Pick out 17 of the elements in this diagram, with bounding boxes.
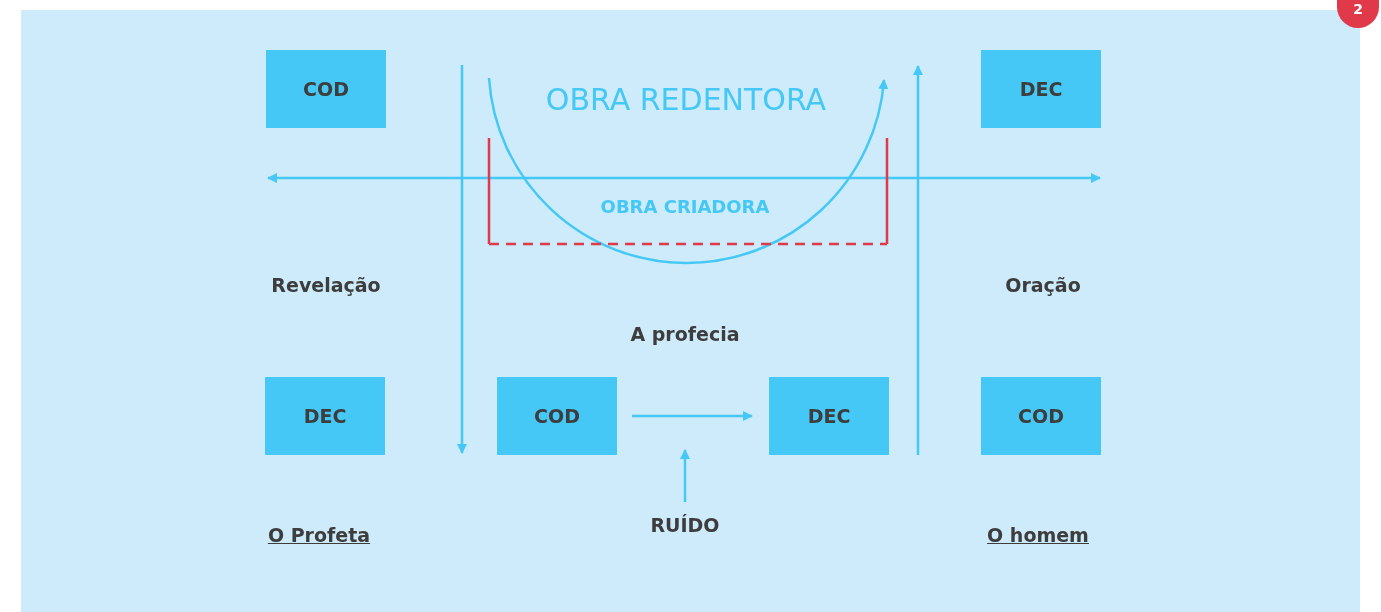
process-box: DEC: [265, 377, 385, 455]
arrow: [632, 411, 753, 421]
role-label: O homem: [987, 524, 1089, 546]
side-label: Revelação: [271, 274, 381, 296]
side-label: Oração: [1005, 274, 1081, 296]
bracket-label: OBRA CRIADORA: [600, 196, 770, 217]
process-box: COD: [497, 377, 617, 455]
process-box: DEC: [981, 50, 1101, 128]
process-box: COD: [266, 50, 386, 128]
arc-label: OBRA REDENTORA: [545, 82, 827, 117]
role-label: O Profeta: [267, 524, 371, 546]
section-label: A profecia: [630, 323, 740, 345]
noise-label: RUÍDO: [650, 514, 720, 536]
process-box: DEC: [769, 377, 889, 455]
process-box: COD: [981, 377, 1101, 455]
page-number: 2: [1337, 0, 1379, 28]
arrow: [680, 449, 690, 502]
